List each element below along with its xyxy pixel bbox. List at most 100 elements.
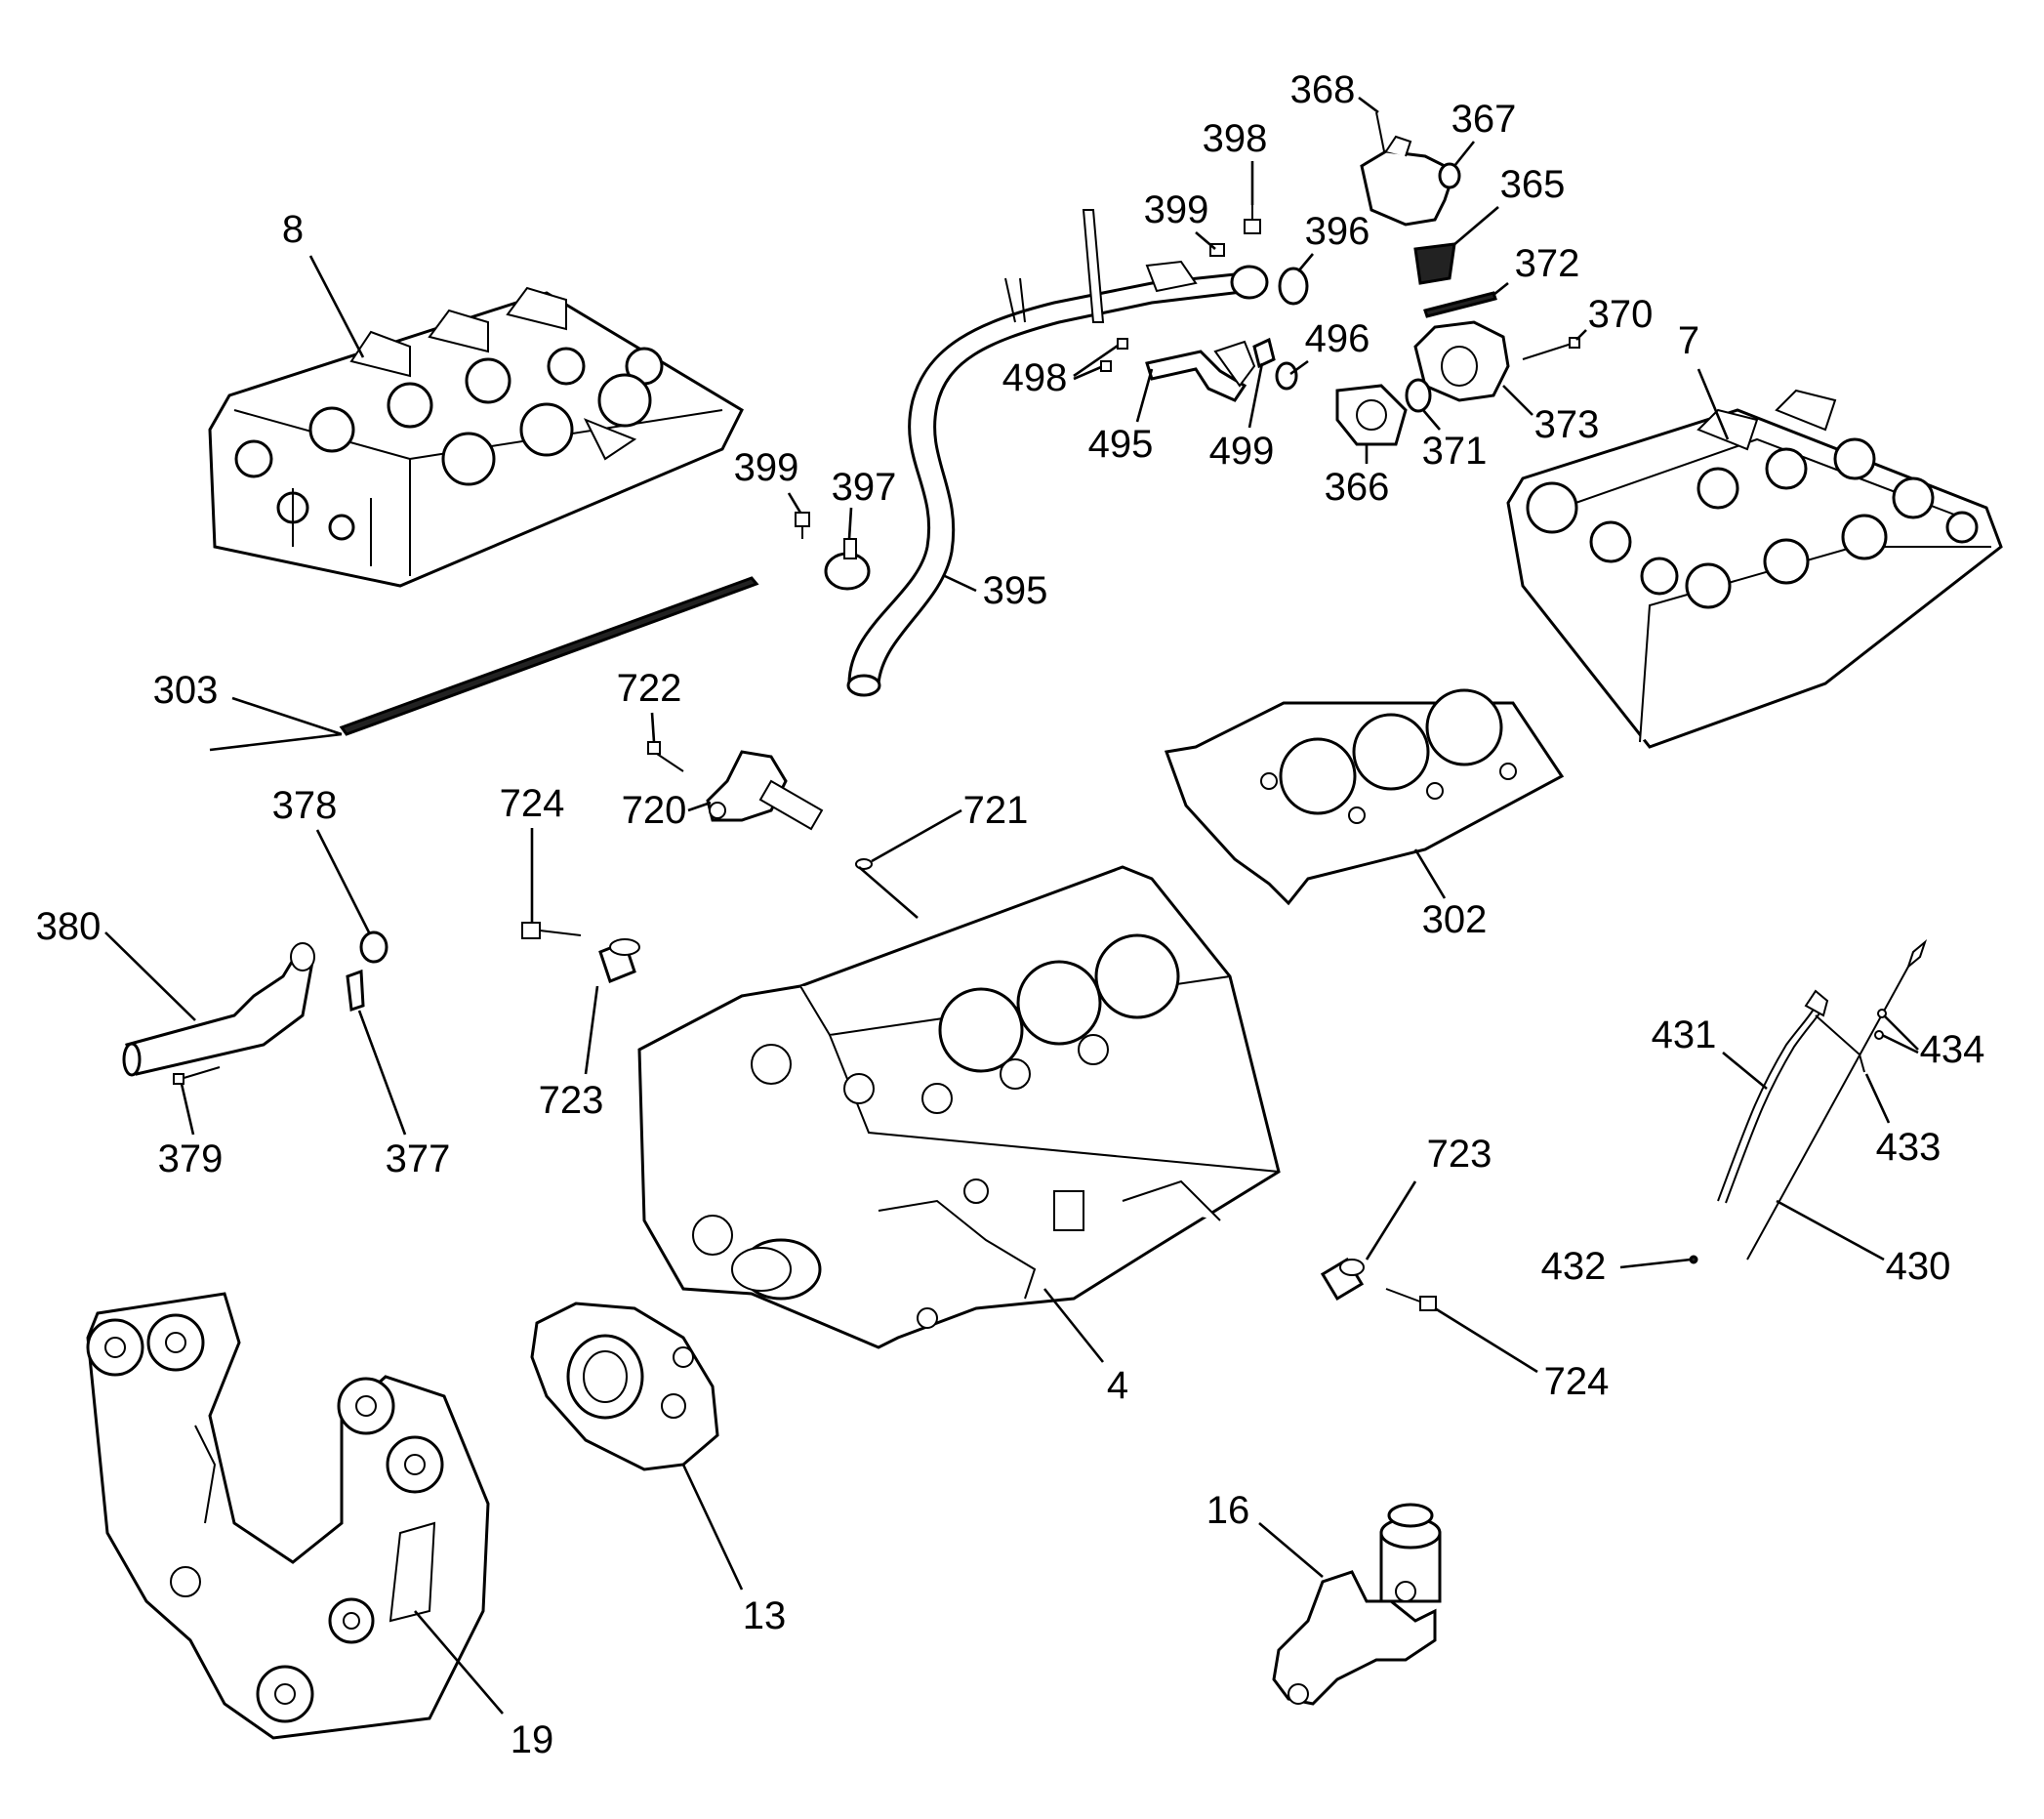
dipstick-tube (1717, 989, 1865, 1204)
bolt-368 (1375, 111, 1385, 152)
thermostat-housing (1360, 135, 1461, 227)
mount-723-upper (598, 938, 640, 983)
callout-380: 380 (36, 905, 196, 1021)
head-gasket-left (339, 576, 759, 736)
callout-431: 431 (1652, 1013, 1768, 1091)
cylinder-head-right (1506, 389, 2003, 749)
callout-16: 16 (1206, 1489, 1324, 1578)
seal-377 (346, 969, 365, 1013)
engine-block (637, 865, 1281, 1349)
seal-721 (855, 858, 873, 870)
callout-label: 721 (963, 789, 1029, 832)
callout-303: 303 (153, 669, 343, 752)
callout-397: 397 (832, 466, 897, 540)
callout-8: 8 (282, 208, 365, 358)
bolt-370 (1522, 337, 1580, 360)
callout-495: 495 (1088, 368, 1154, 466)
o-ring-396 (1278, 267, 1309, 306)
callout-label: 430 (1886, 1245, 1951, 1288)
callout-432: 432 (1541, 1245, 1692, 1288)
callout-label: 377 (386, 1137, 451, 1180)
callout-label: 4 (1107, 1364, 1128, 1407)
callout-label: 722 (617, 667, 682, 710)
callout-label: 495 (1088, 423, 1154, 466)
callout-label: 396 (1305, 210, 1370, 253)
sensor-720 (706, 750, 824, 831)
callout-label: 398 (1203, 117, 1268, 160)
callout-720: 720 (622, 789, 712, 832)
callout-label: 399 (734, 446, 799, 489)
callout-label: 367 (1451, 98, 1517, 141)
callout-label: 371 (1422, 430, 1488, 473)
callout-label: 379 (158, 1137, 224, 1180)
callout-398: 398 (1203, 117, 1268, 205)
o-ring-371 (1405, 378, 1432, 413)
callout-label: 378 (272, 784, 338, 827)
water-outlet-housing (1413, 320, 1510, 402)
callout-label: 724 (500, 782, 565, 825)
callout-723a: 723 (539, 985, 604, 1122)
callout-label: 368 (1290, 68, 1356, 111)
callout-724a: 724 (500, 782, 565, 923)
callout-label: 397 (832, 466, 897, 509)
o-ring-378 (359, 930, 388, 964)
gasket-499 (1252, 337, 1276, 369)
callout-label: 366 (1325, 466, 1390, 509)
thermostat (1413, 242, 1456, 285)
callout-371: 371 (1422, 409, 1488, 473)
bolts-498 (1100, 338, 1128, 372)
callout-label: 724 (1544, 1360, 1610, 1403)
callout-label: 302 (1422, 898, 1488, 941)
callout-label: 499 (1209, 430, 1275, 473)
cylinder-head-left (208, 286, 744, 588)
head-gasket-right (1164, 688, 1565, 906)
coolant-inlet-pipe (122, 942, 315, 1077)
callout-723b: 723 (1365, 1133, 1492, 1261)
callout-label: 395 (983, 569, 1048, 612)
bolt-724-lower (1385, 1288, 1437, 1311)
bolt-722 (647, 741, 684, 772)
callout-label: 431 (1652, 1013, 1717, 1056)
callout-label: 373 (1534, 403, 1600, 446)
callout-label: 13 (743, 1594, 787, 1637)
callout-499: 499 (1209, 362, 1275, 473)
callout-13: 13 (681, 1464, 787, 1637)
bolt-379 (173, 1066, 221, 1085)
callout-498: 498 (1002, 344, 1119, 399)
callout-379: 379 (158, 1083, 224, 1180)
callout-label: 498 (1002, 356, 1068, 399)
callout-378: 378 (272, 784, 371, 933)
callout-373: 373 (1502, 385, 1600, 446)
callout-302: 302 (1413, 848, 1488, 941)
callout-label: 303 (153, 669, 219, 712)
gasket-366 (1335, 384, 1408, 446)
callout-496: 496 (1289, 317, 1369, 376)
callout-399b: 399 (734, 446, 802, 514)
callout-label: 16 (1206, 1489, 1250, 1532)
callout-396: 396 (1297, 210, 1370, 272)
dipstick (1746, 938, 1928, 1261)
coolant-pipe (846, 209, 1269, 697)
callout-label: 365 (1500, 163, 1566, 206)
callout-label: 399 (1144, 188, 1209, 231)
oil-pump (530, 1302, 719, 1471)
oil-filter-adapter (1272, 1503, 1442, 1706)
callout-721: 721 (858, 789, 1029, 919)
callout-430: 430 (1776, 1199, 1951, 1288)
callout-label: 434 (1920, 1028, 1985, 1071)
callout-label: 723 (539, 1079, 604, 1122)
callout-label: 380 (36, 905, 102, 948)
hose-clamp (824, 538, 871, 591)
callout-label: 19 (511, 1718, 554, 1761)
callout-365: 365 (1451, 163, 1566, 247)
bolt-724-upper (521, 922, 582, 939)
bypass-pipe (1145, 340, 1256, 402)
callout-label: 720 (622, 789, 687, 832)
seal-372 (1423, 291, 1497, 318)
callout-399a: 399 (1144, 188, 1216, 250)
callout-368: 368 (1290, 68, 1379, 114)
callout-434: 434 (1881, 1014, 1985, 1071)
callout-366: 366 (1325, 444, 1390, 509)
callout-370: 370 (1575, 293, 1653, 341)
